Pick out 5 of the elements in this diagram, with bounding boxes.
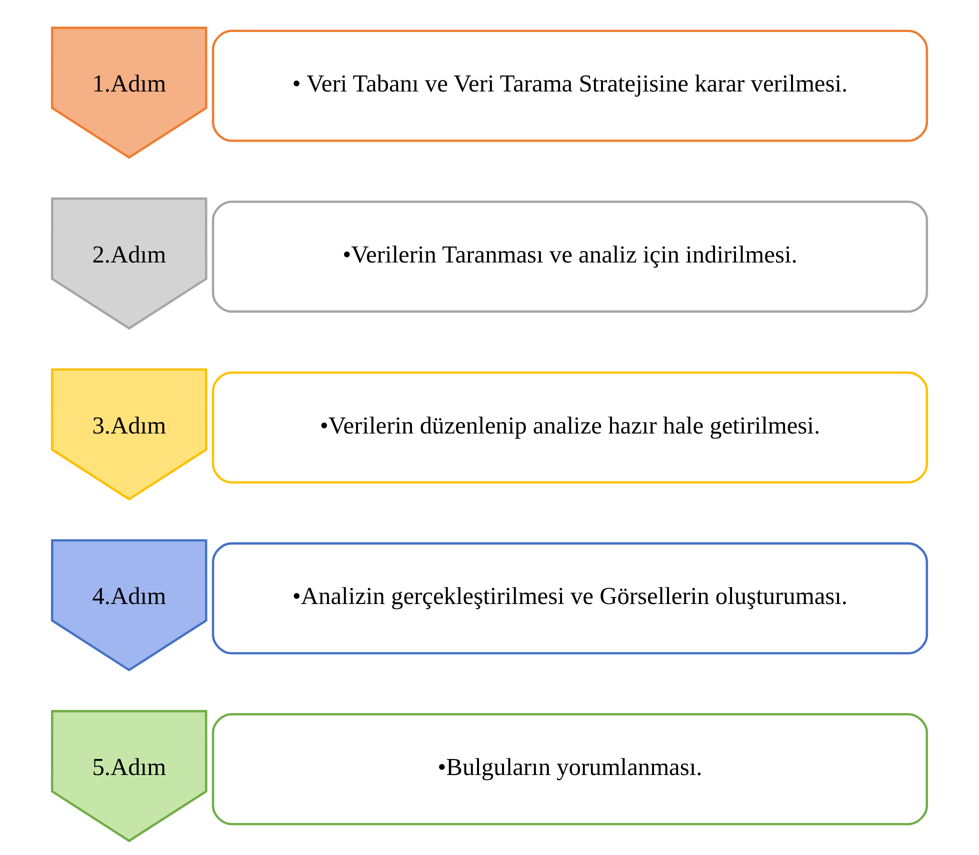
node-box: • Veri Tabanı ve Veri Tarama Stratejisine karar verilmesi. [212,30,928,142]
node-box: •Bulguların yorumlanması. [212,713,928,826]
node-box: •Verilerin Taranması ve analiz için indirilmesi. [212,200,928,313]
node-box: •Analizin gerçekleştirilmesi ve Görsellerin oluşturuması. [212,542,928,654]
node-box: •Verilerin düzenlenip analize hazır hale getirilmesi. [212,371,928,484]
